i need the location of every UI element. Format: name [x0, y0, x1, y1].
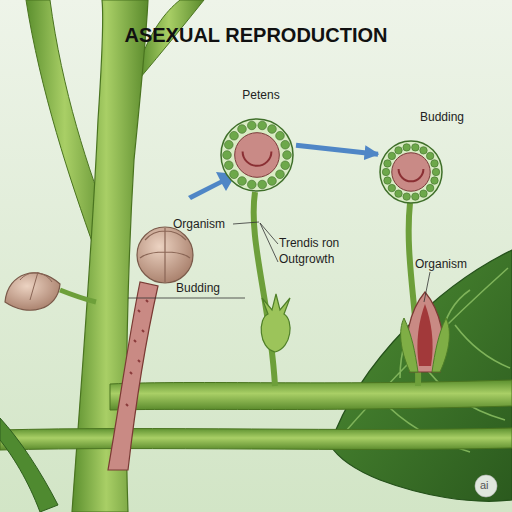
cell-granule: [281, 140, 290, 149]
lower-runner: [0, 428, 512, 450]
cell-granule: [420, 190, 427, 197]
cell-granule: [395, 190, 402, 197]
callout-label: Organism: [415, 256, 485, 272]
cell-granule: [426, 152, 433, 159]
cell-granule: [412, 144, 419, 151]
cell-wall: [221, 119, 293, 191]
bud-petals: [20, 272, 52, 300]
bud-stalk: [60, 290, 96, 302]
cell-granule: [420, 147, 427, 154]
cell-granule: [238, 177, 247, 186]
cell-granule: [283, 151, 292, 160]
runner-stem: [110, 380, 512, 410]
callout-label: Organism: [173, 216, 243, 232]
cell-granule: [432, 168, 439, 175]
cell-diagram-node: Budding: [378, 110, 466, 208]
cell-core: [243, 151, 272, 165]
cell-granule: [426, 184, 433, 191]
bud-sepals: [401, 318, 450, 372]
small-leaf: [0, 418, 58, 512]
cell-cavity: [235, 133, 280, 178]
cell-granule: [258, 121, 267, 130]
cell-core: [399, 169, 424, 181]
cell-granule: [276, 131, 285, 140]
cell-granule: [388, 152, 395, 159]
callout-label: Budding: [176, 280, 246, 296]
cell-granule: [230, 170, 239, 179]
node-heading: Petens: [218, 88, 296, 102]
green-bud: [261, 294, 290, 352]
cell-granule: [268, 125, 277, 134]
cell-granule: [281, 161, 290, 170]
cell-granule: [431, 160, 438, 167]
bud-petals: [140, 228, 190, 282]
cell-wall: [380, 141, 442, 203]
watermark: ai: [480, 477, 494, 493]
cell-granule: [268, 177, 277, 186]
cell-granule: [247, 121, 256, 130]
process-arrow: [296, 145, 378, 154]
diagram-title: ASEXUAL REPRODUCTION: [0, 24, 512, 47]
cell-granule: [276, 170, 285, 179]
cell-cavity: [392, 153, 430, 191]
bud-stalk: [254, 192, 275, 386]
cell-granule: [395, 147, 402, 154]
watermark-badge: [475, 475, 497, 497]
outgrowth-dots: [126, 300, 148, 406]
cell-granule: [230, 131, 239, 140]
pink-outgrowth: [108, 282, 158, 470]
cell-circle: [218, 88, 296, 194]
cell-granule: [382, 168, 389, 175]
callout-label: Trendis ron Outgrowth: [279, 235, 349, 267]
cell-granule: [384, 177, 391, 184]
leaf-veins: [338, 268, 510, 452]
cell-circle: [378, 110, 466, 208]
cell-diagram-node: Petens: [218, 88, 296, 194]
cell-granule: [388, 184, 395, 191]
left-bud: [137, 227, 193, 283]
node-heading: Budding: [378, 110, 466, 124]
cell-granule: [412, 193, 419, 200]
cell-granule: [403, 193, 410, 200]
cell-granule: [384, 160, 391, 167]
cell-granule: [431, 177, 438, 184]
bud-core: [417, 304, 432, 366]
lower-left-bud: [5, 273, 60, 310]
cell-granule: [247, 180, 256, 189]
cell-granule: [403, 144, 410, 151]
leader-line: [128, 222, 430, 302]
cell-granule: [224, 140, 233, 149]
cell-granule: [223, 151, 232, 160]
cell-granule: [224, 161, 233, 170]
cell-granule: [238, 125, 247, 134]
cell-granule: [258, 180, 267, 189]
